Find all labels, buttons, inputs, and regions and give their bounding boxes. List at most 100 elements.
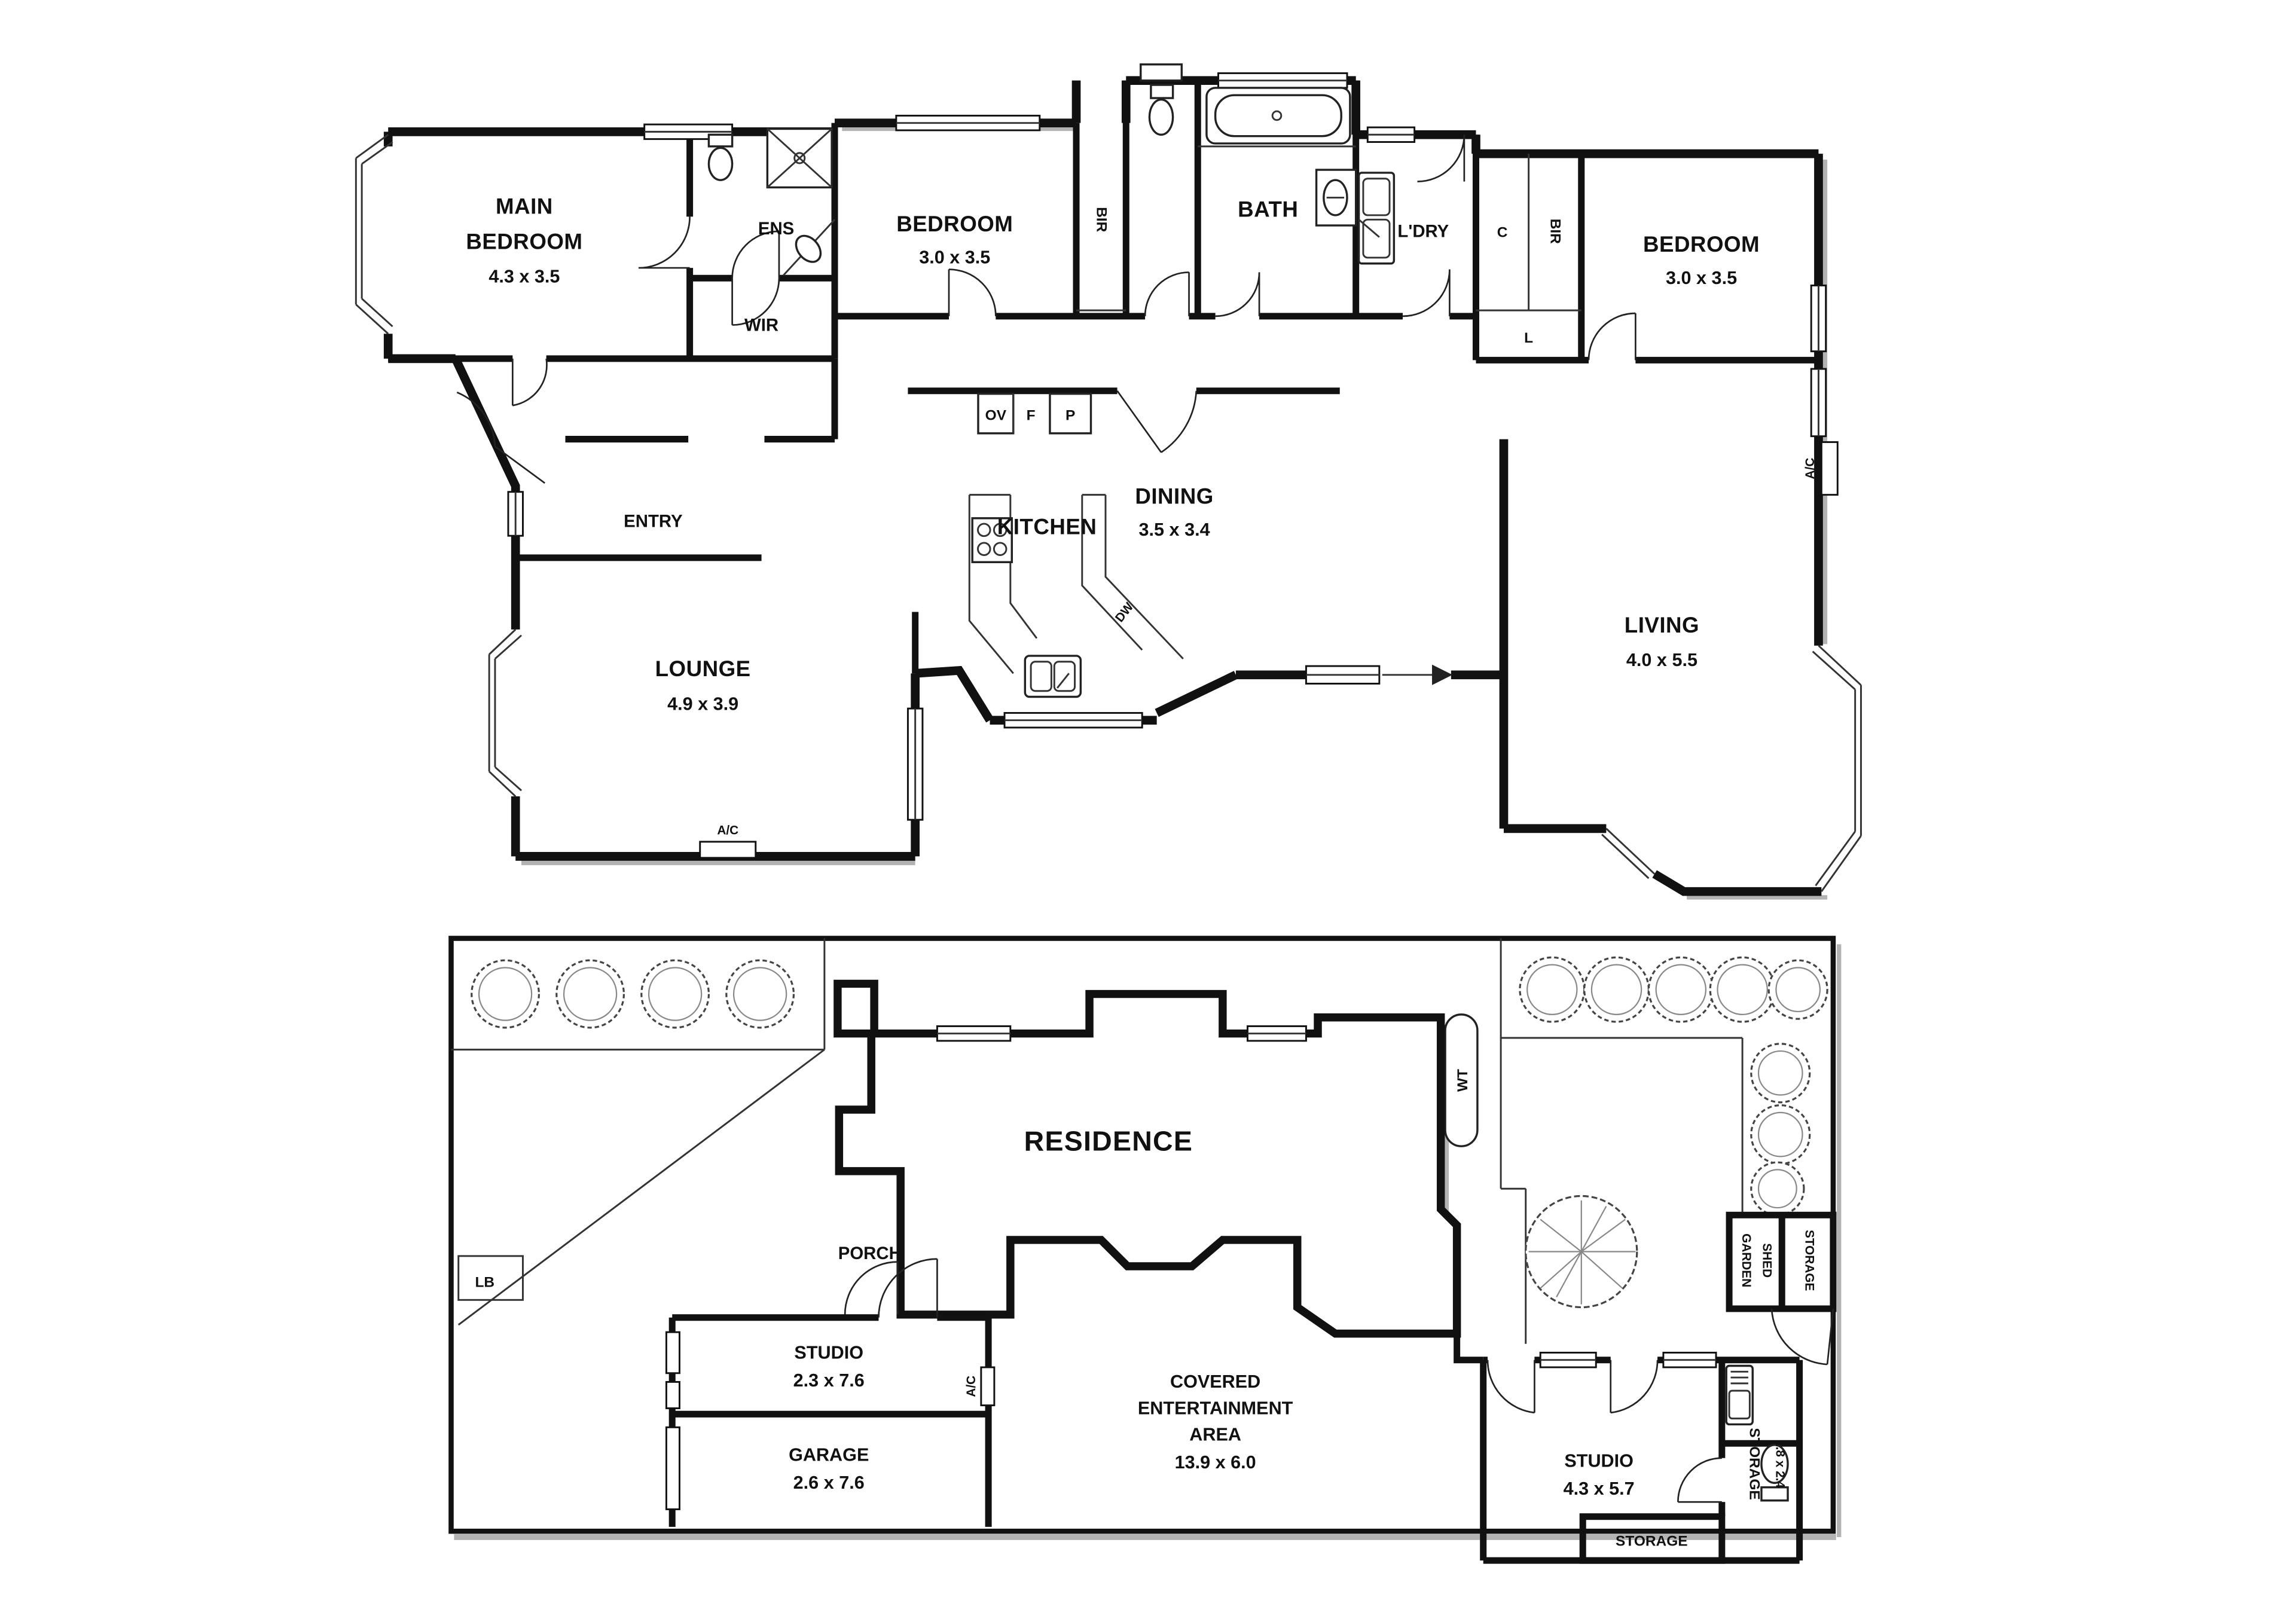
pantry-label: P	[1065, 408, 1075, 424]
garage-door	[665, 1426, 680, 1510]
upper-doors	[456, 135, 1636, 484]
ac-label: A/C	[964, 1376, 978, 1397]
bath-vanity	[1315, 169, 1357, 227]
covered-entertainment-area: COVERED ENTERTAINMENT AREA 13.9 x 6.0	[1138, 1333, 1483, 1473]
room-label-bath: BATH	[1238, 197, 1298, 221]
site-plan: LB WT RESI	[448, 936, 1842, 1564]
door-wir	[731, 278, 780, 326]
covered-label-2: ENTERTAINMENT	[1138, 1398, 1293, 1418]
ac-label: A/C	[717, 824, 738, 838]
window	[895, 114, 1041, 132]
door-garden-shed	[1770, 1308, 1834, 1366]
room-dims-dining: 3.5 x 3.4	[1139, 520, 1210, 540]
tree	[555, 959, 625, 1029]
door-studio-large	[1486, 1360, 1535, 1414]
storage-box-label: STORAGE	[1616, 1534, 1688, 1550]
room-label-main-bedroom-2: BEDROOM	[466, 229, 582, 253]
ac-label: A/C	[1803, 458, 1817, 479]
letterbox: LB	[457, 1255, 524, 1301]
kitchen-cabinets: OV F P	[977, 392, 1092, 435]
room-label-bedroom2: BEDROOM	[896, 212, 1013, 236]
room-label-kitchen: KITCHEN	[997, 515, 1097, 539]
bathtub	[1205, 87, 1351, 145]
bay-window-living	[1812, 644, 1862, 893]
window-dining-diagonal	[1601, 827, 1656, 879]
door-porch	[844, 1261, 899, 1315]
wc-toilet	[1140, 63, 1183, 136]
window	[1539, 1351, 1597, 1369]
door-ldry-rear	[1417, 135, 1465, 182]
tree	[1750, 1104, 1811, 1165]
window	[643, 123, 734, 140]
upper-floor-plan: A/C A/C OV F P	[355, 63, 1862, 900]
ens-toilet	[707, 133, 734, 181]
arrow-head	[1432, 664, 1453, 685]
room-label-studio-large: STUDIO	[1564, 1450, 1634, 1471]
tree	[1647, 956, 1714, 1023]
large-shrub	[1525, 1195, 1638, 1309]
door-wc	[1144, 271, 1190, 316]
window	[906, 707, 924, 821]
room-dims-living: 4.0 x 5.5	[1626, 650, 1697, 670]
shower	[766, 127, 833, 189]
room-label-bir-2: BIR	[1547, 219, 1563, 244]
room-label-main-bedroom-1: MAIN	[496, 194, 553, 218]
storage-box: STORAGE	[1579, 1513, 1726, 1564]
tree	[1750, 1043, 1811, 1104]
upper-interior-walls	[388, 80, 1819, 674]
door-front-entry	[456, 391, 545, 484]
window	[1247, 1025, 1307, 1042]
room-dims-main-bedroom: 4.3 x 3.5	[488, 267, 560, 287]
room-label-studio-small: STUDIO	[794, 1342, 863, 1363]
door-ens-entry	[638, 216, 691, 269]
wall	[1499, 439, 1607, 833]
tree	[1709, 956, 1776, 1023]
driveway-edge	[457, 1049, 825, 1326]
tree	[1767, 959, 1828, 1020]
door-ens	[731, 230, 780, 279]
covered-label-3: AREA	[1189, 1424, 1241, 1444]
door-bedroom2	[948, 268, 997, 316]
laundry-trough	[1357, 172, 1396, 265]
upper-room-labels: MAIN BEDROOM 4.3 x 3.5 ENS WIR BEDROOM 3…	[466, 194, 1759, 714]
water-tank-label: WT	[1455, 1069, 1471, 1092]
room-label-wir: WIR	[744, 315, 778, 335]
garden-shed-label-1: GARDEN	[1739, 1233, 1753, 1287]
room-dims-lounge: 4.9 x 3.9	[667, 694, 738, 714]
water-tank: WT	[1444, 1013, 1479, 1147]
oven-cabinet	[977, 392, 1015, 435]
bay-window-lounge	[488, 628, 522, 798]
door-bedroom3	[1587, 312, 1636, 361]
room-label-ens: ENS	[758, 219, 794, 239]
window	[665, 1380, 680, 1409]
kitchen-sink	[1024, 655, 1082, 698]
room-label-l: L	[1524, 330, 1533, 346]
room-dims-bedroom3: 3.0 x 3.5	[1666, 268, 1737, 288]
closet-dividers	[1476, 154, 1581, 311]
window	[1003, 711, 1143, 729]
door-storage-small	[1677, 1457, 1722, 1503]
studio-sink	[1725, 1364, 1754, 1426]
tree	[725, 959, 795, 1029]
opening-marker	[1305, 665, 1381, 685]
room-dims-studio-small: 2.3 x 7.6	[793, 1370, 865, 1391]
storage-small-label: STORAGE	[1746, 1428, 1762, 1500]
storage-small-dims: 1.8 x 2.4	[1773, 1440, 1787, 1488]
room-label-c: C	[1497, 225, 1508, 241]
pantry-cabinet	[1049, 392, 1092, 435]
wall	[1652, 870, 1822, 896]
garden-shed-label-2: SHED	[1760, 1243, 1773, 1278]
opening-arrow	[1382, 664, 1453, 685]
studio-large-block: STUDIO 4.3 x 5.7 STORAGE STORAGE 1.8 x 2…	[1480, 1351, 1803, 1564]
studio-garage-block: A/C STUDIO 2.3 x 7.6 GARAGE 2.6 x 7.6	[665, 1258, 996, 1527]
bay-windows	[355, 134, 1862, 893]
covered-label-1: COVERED	[1170, 1371, 1260, 1392]
window	[1217, 72, 1348, 89]
upper-exterior-walls	[383, 76, 1823, 896]
window	[507, 491, 524, 537]
room-label-garage: GARAGE	[789, 1445, 869, 1465]
tree	[1583, 956, 1650, 1023]
door-main-bedroom	[511, 358, 548, 407]
room-dims-studio-large: 4.3 x 5.7	[1564, 1479, 1635, 1499]
ac-unit-living: A/C	[1803, 441, 1839, 496]
